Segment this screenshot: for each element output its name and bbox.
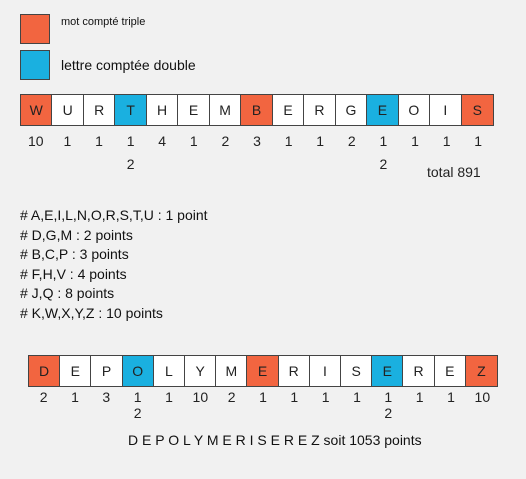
- word2-caption: D E P O L Y M E R I S E R E Z soit 1053 …: [128, 432, 422, 448]
- word1-tile: O: [398, 95, 431, 125]
- word1-letter-value: 2: [221, 133, 230, 149]
- rule-line: # B,C,P : 3 points: [20, 246, 129, 262]
- word2-tile: R: [278, 356, 310, 386]
- word2-tile: E: [247, 356, 279, 386]
- word1-letter-value: 1: [411, 133, 419, 149]
- word1-letter-value: 4: [158, 133, 167, 149]
- word2-letter-value: 1: [384, 389, 393, 405]
- word2-tile: Y: [185, 356, 217, 386]
- word1-letter-value: 1: [284, 133, 293, 149]
- legend-label-double: lettre comptée double: [61, 57, 196, 73]
- word2-letter-value: 1: [353, 389, 361, 405]
- rule-line: # J,Q : 8 points: [20, 285, 115, 301]
- word2-double-multiplier: 2: [384, 405, 393, 421]
- word1-letter-value: 2: [347, 133, 356, 149]
- word1-letter-value: 1: [189, 133, 198, 149]
- rule-line: # F,H,V : 4 points: [20, 265, 127, 282]
- word2-double-multiplier: 2: [133, 405, 142, 421]
- word2-letter-value: 3: [102, 389, 111, 405]
- word2-letter-value: 1: [321, 389, 330, 405]
- word2-letter-value: 2: [39, 389, 48, 405]
- word1-tile: G: [335, 95, 368, 125]
- word2-letter-value: 1: [133, 389, 142, 405]
- word1-tile: R: [304, 95, 336, 125]
- word2-letter-value: 10: [474, 389, 491, 405]
- word2-tile: O: [122, 356, 154, 386]
- word1-letter-value: 3: [253, 133, 261, 149]
- word2-letter-value: 1: [71, 389, 79, 405]
- word1-letter-value: 1: [126, 133, 135, 149]
- word2-tile: E: [60, 356, 92, 386]
- word2-letter-value: 1: [415, 389, 424, 405]
- word1-letter-value: 1: [379, 133, 388, 149]
- legend-swatch-triple: [20, 14, 50, 44]
- word1-letter-value: 1: [95, 133, 103, 149]
- word2-tile: I: [309, 356, 342, 386]
- word2-tile: L: [153, 356, 186, 386]
- word1-tile: W: [21, 95, 53, 125]
- word1-tile: H: [146, 95, 179, 125]
- word1-tile: I: [430, 95, 462, 125]
- legend-swatch-double: [20, 50, 50, 80]
- word2-letter-value: 1: [259, 389, 267, 405]
- word1-tile: B: [241, 95, 273, 125]
- rule-line: # D,G,M : 2 points: [20, 226, 133, 243]
- word2-tile: D: [29, 356, 61, 386]
- word1-total: total 891: [427, 164, 481, 180]
- word1-letter-value: 1: [316, 133, 325, 149]
- word1-letter-value: 10: [28, 133, 44, 149]
- word1-tile: U: [52, 95, 84, 125]
- word2-tile: E: [372, 356, 404, 386]
- word2-tile: S: [341, 356, 373, 386]
- word1-tile: S: [461, 95, 494, 125]
- letter-value-rules: # A,E,I,L,N,O,R,S,T,U : 1 point # D,G,M :…: [20, 206, 208, 323]
- word2-tile: R: [403, 356, 435, 386]
- word1-tile: E: [178, 95, 210, 125]
- word1-letter-value: 1: [474, 133, 483, 149]
- word1-tile: T: [115, 95, 147, 125]
- rule-line: # K,W,X,Y,Z : 10 points: [20, 304, 163, 321]
- word2-tile: M: [216, 356, 248, 386]
- word2-letter-value: 10: [192, 389, 209, 405]
- legend-label-triple: mot compté triple: [61, 16, 146, 28]
- word1-letter-value: 1: [442, 133, 451, 149]
- rule-line: # A,E,I,L,N,O,R,S,T,U : 1 point: [20, 207, 208, 223]
- word1-tile: M: [209, 95, 242, 125]
- word1-letter-value: 1: [63, 133, 72, 149]
- word2-letter-value: 2: [227, 389, 236, 405]
- word1-tile: E: [272, 95, 305, 125]
- word1-double-multiplier: 2: [379, 156, 388, 172]
- word1-double-multiplier: 2: [126, 156, 135, 172]
- word2-letter-value: 1: [290, 389, 299, 405]
- word2-tile: Z: [465, 356, 498, 386]
- word1-tile: R: [83, 95, 116, 125]
- word1-tile: E: [367, 95, 399, 125]
- word2-tile: E: [434, 356, 466, 386]
- word2-letter-value: 1: [165, 389, 173, 405]
- word2-letter-value: 1: [447, 389, 455, 405]
- word2-tile: P: [91, 356, 123, 386]
